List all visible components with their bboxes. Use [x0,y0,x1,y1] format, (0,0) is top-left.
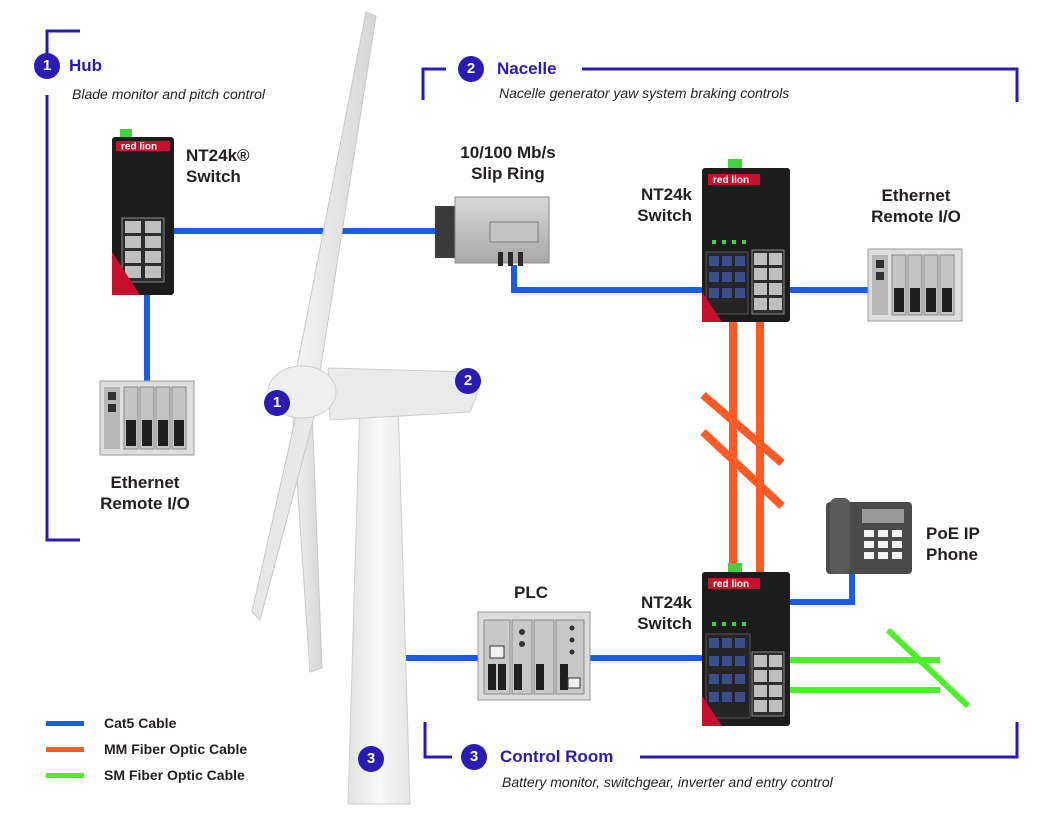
control-switch-brand: red lion [713,579,749,590]
legend-swatch-cat5 [46,721,84,726]
hub-switch-label: NT24k® Switch [186,145,250,187]
turbine-tower [347,399,411,805]
turbine-blade-upper [295,11,377,373]
hub-switch-device: red lion [112,129,174,295]
hub-switch-label-line1: NT24k® [186,146,250,165]
slip-ring-label-line2: Slip Ring [471,164,545,183]
ip-phone-label: PoE IP Phone [926,523,980,565]
ip-phone-label-line1: PoE IP [926,524,980,543]
control-room-section-badge: 3 [461,744,487,770]
slip-ring-label: 10/100 Mb/s Slip Ring [452,142,564,184]
control-room-section-title: Control Room [494,747,620,767]
control-room-bracket [423,722,1019,759]
nacelle-switch-label-line2: Switch [637,206,692,225]
nacelle-switch-label: NT24k Switch [626,184,692,226]
wind-turbine [251,11,479,805]
plc-device [477,611,591,701]
sm-fiber-cables [787,627,971,709]
slip-ring-label-line1: 10/100 Mb/s [460,143,556,162]
hub-section-badge: 1 [34,53,60,79]
control-switch-label-line1: NT24k [640,593,692,612]
hub-switch-label-line2: Switch [186,167,241,186]
nacelle-remote-io-label: Ethernet Remote I/O [860,185,972,227]
legend-swatch-sm-fiber [46,773,84,778]
mm-fiber-cables [700,320,785,574]
cat5-cables [144,228,868,661]
hub-remote-io-label-line2: Remote I/O [100,494,190,513]
nacelle-remote-io-label-line1: Ethernet [881,186,951,205]
control-switch-label: NT24k Switch [626,592,692,634]
control-switch-label-line2: Switch [637,614,692,633]
nacelle-section-subtitle: Nacelle generator yaw system braking con… [499,85,790,101]
nacelle-remote-io-label-line2: Remote I/O [871,207,961,226]
nacelle-switch-label-line1: NT24k [640,185,692,204]
ip-phone-label-line2: Phone [926,545,978,564]
nacelle-switch-brand: red lion [713,175,749,186]
control-room-section-subtitle: Battery monitor, switchgear, inverter an… [502,774,833,790]
hub-section-title: Hub [63,56,109,76]
legend-label-mm-fiber: MM Fiber Optic Cable [104,741,248,757]
ip-phone-device [826,498,912,574]
hub-remote-io-label: Ethernet Remote I/O [88,472,202,514]
hub-switch-brand: red lion [121,142,157,153]
cable-phone-to-control-switch [788,574,855,605]
turbine-marker-nacelle: 2 [455,368,481,394]
hub-remote-io-label-line1: Ethernet [110,473,180,492]
nacelle-remote-io-device [867,248,963,322]
legend-swatch-mm-fiber [46,747,84,752]
legend-label-sm-fiber: SM Fiber Optic Cable [104,767,245,783]
turbine-marker-hub: 1 [264,390,290,416]
nacelle-switch-device: red lion [702,159,790,322]
slip-ring-device [435,196,550,266]
legend-label-cat5: Cat5 Cable [104,715,177,731]
control-switch-device: red lion [702,563,790,726]
cable-slip-ring-to-nacelle-switch [511,265,703,293]
nacelle-bracket [421,67,1019,102]
plc-label: PLC [514,583,548,602]
hub-section-subtitle: Blade monitor and pitch control [72,86,265,102]
nacelle-section-badge: 2 [458,56,484,82]
hub-bracket [45,29,80,542]
turbine-marker-tower: 3 [358,746,384,772]
hub-remote-io-device [99,380,195,456]
nacelle-section-title: Nacelle [491,59,563,79]
turbine-nacelle [327,367,479,421]
